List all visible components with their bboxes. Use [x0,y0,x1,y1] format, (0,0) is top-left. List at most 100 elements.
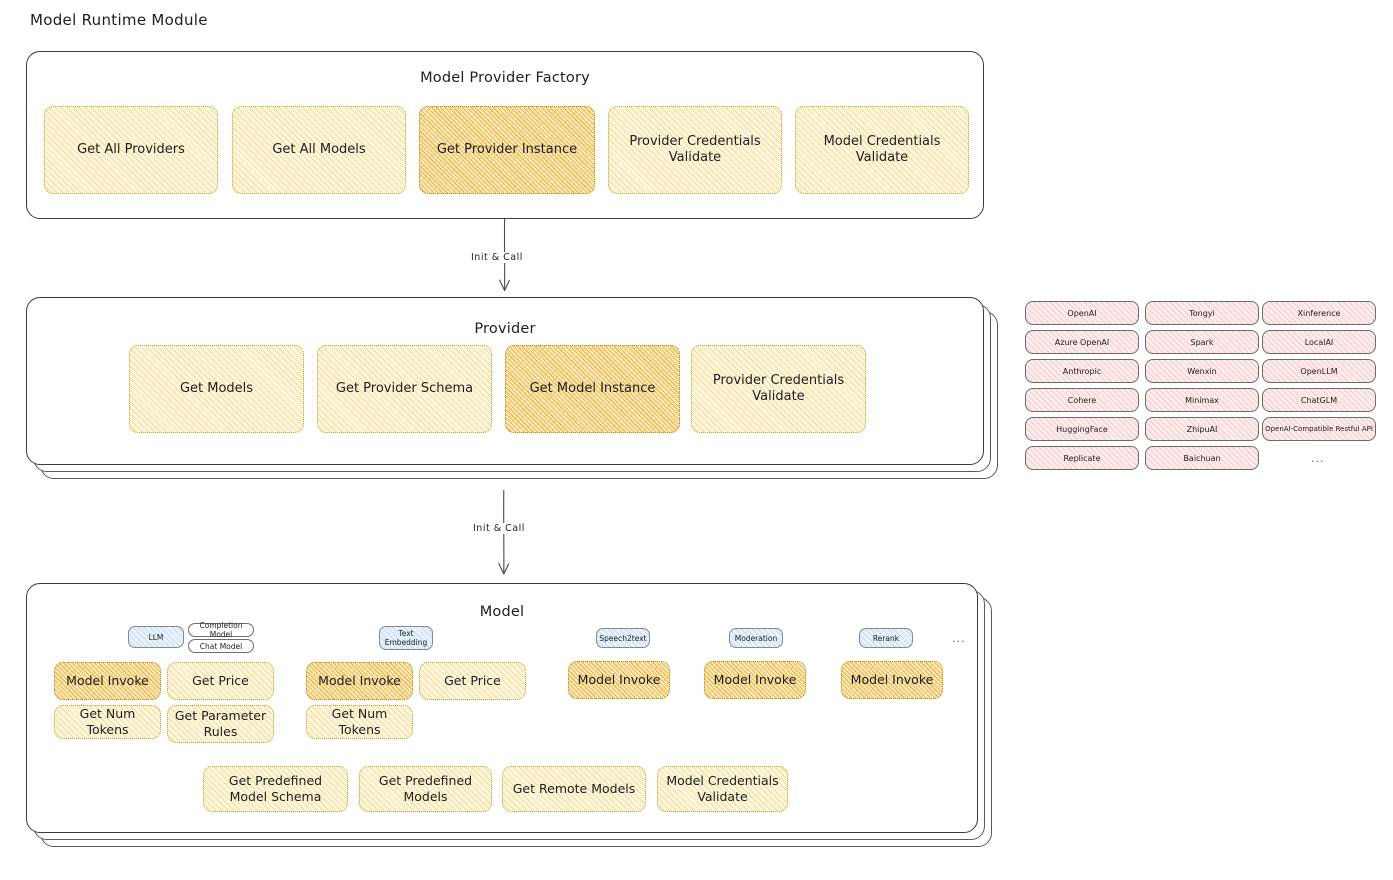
tag-label: Text Embedding [384,629,428,647]
card-label: Get Provider Schema [335,380,474,396]
provider-chip-openai-compatible-restful-api[interactable]: OpenAI-Compatible Restful API [1262,417,1376,441]
chip-label: OpenAI-Compatible Restful API [1265,425,1373,433]
provider-chip-minimax[interactable]: Minimax [1145,388,1259,412]
provider-chip-spark[interactable]: Spark [1145,330,1259,354]
tag-label: LLM [148,632,164,642]
factory-card-model-credentials-validate[interactable]: Model Credentials Validate [795,106,969,194]
model-subtag-completion-model[interactable]: Completion Model [188,621,254,639]
chip-label: Baichuan [1183,453,1221,463]
card-label: Model Invoke [577,672,661,688]
model-groups-ellipsis: ... [952,632,966,645]
provider-chip-azure-openai[interactable]: Azure OpenAI [1025,330,1139,354]
provider-chip-openai[interactable]: OpenAI [1025,301,1139,325]
provider-chip-replicate[interactable]: Replicate [1025,446,1139,470]
card-label: Get Predefined Model Schema [228,773,323,804]
model-title: Model [479,604,525,620]
arrow-icon [498,489,510,575]
tag-label: Moderation [734,633,778,643]
card-label: Get Parameter Rules [174,708,267,739]
model-card-moderation-model-invoke[interactable]: Model Invoke [704,661,806,699]
model-tag-speech2text[interactable]: Speech2text [596,628,650,648]
model-card-llm-get-price[interactable]: Get Price [167,662,274,700]
card-label: Get Predefined Models [378,773,473,804]
card-label: Get Num Tokens [79,706,136,737]
factory-card-get-all-providers[interactable]: Get All Providers [44,106,218,194]
model-card-speech2text-model-invoke[interactable]: Model Invoke [568,661,670,699]
chip-label: Azure OpenAI [1054,337,1110,347]
model-card-get-remote-models[interactable]: Get Remote Models [502,766,646,812]
factory-card-provider-credentials-validate[interactable]: Provider Credentials Validate [608,106,782,194]
card-label: Model Credentials Validate [823,133,941,165]
chip-label: Replicate [1063,453,1101,463]
model-card-llm-model-invoke[interactable]: Model Invoke [54,662,161,700]
chip-label: Wenxin [1187,366,1217,376]
model-card-text-embedding-get-price[interactable]: Get Price [419,662,526,700]
provider-chip-tongyi[interactable]: Tongyi [1145,301,1259,325]
model-tag-llm[interactable]: LLM [128,626,184,648]
card-label: Model Invoke [850,672,934,688]
provider-chip-anthropic[interactable]: Anthropic [1025,359,1139,383]
card-label: Provider Credentials Validate [712,372,845,404]
card-label: Get Models [179,380,254,396]
card-label: Provider Credentials Validate [629,133,761,165]
provider-chip-huggingface[interactable]: HuggingFace [1025,417,1139,441]
chip-label: ZhipuAI [1186,424,1218,434]
card-label: Get Price [192,673,249,689]
chip-label: Anthropic [1062,366,1102,376]
card-label: Get All Providers [77,141,185,157]
chip-label: OpenLLM [1300,366,1338,376]
model-card-text-embedding-model-invoke[interactable]: Model Invoke [306,662,413,700]
card-label: Model Invoke [318,673,401,689]
provider-chip-xinference[interactable]: Xinference [1262,301,1376,325]
arrow-provider-to-model [470,489,540,582]
arrow-label-init-and-call-bottom: Init & Call [470,523,528,534]
model-tag-moderation[interactable]: Moderation [729,628,783,648]
model-card-get-predefined-model-schema[interactable]: Get Predefined Model Schema [203,766,348,812]
card-label: Get Model Instance [529,380,656,396]
card-label: Get Remote Models [512,781,636,797]
provider-card-provider-credentials-validate[interactable]: Provider Credentials Validate [691,345,866,433]
provider-chip-wenxin[interactable]: Wenxin [1145,359,1259,383]
chip-label: Cohere [1067,395,1097,405]
chip-label: Xinference [1297,308,1341,318]
model-card-llm-get-parameter-rules[interactable]: Get Parameter Rules [167,705,274,743]
chip-label: ChatGLM [1300,395,1338,405]
model-card-text-embedding-get-num-tokens[interactable]: Get Num Tokens [306,705,413,739]
provider-card-get-provider-schema[interactable]: Get Provider Schema [317,345,492,433]
tag-label: Completion Model [199,621,243,639]
card-label: Get All Models [272,141,366,157]
model-card-llm-get-num-tokens[interactable]: Get Num Tokens [54,705,161,739]
factory-card-get-provider-instance[interactable]: Get Provider Instance [419,106,595,194]
provider-chip-zhipuai[interactable]: ZhipuAI [1145,417,1259,441]
model-tag-text-embedding[interactable]: Text Embedding [379,626,433,650]
provider-title: Provider [474,321,536,337]
provider-chip-cohere[interactable]: Cohere [1025,388,1139,412]
model-card-rerank-model-invoke[interactable]: Model Invoke [841,661,943,699]
chip-label: Minimax [1185,395,1219,405]
card-label: Model Credentials Validate [666,773,779,804]
card-label: Get Price [444,673,501,689]
chip-label: Spark [1190,337,1214,347]
chip-label: Tongyi [1189,308,1215,318]
provider-chip-chatglm[interactable]: ChatGLM [1262,388,1376,412]
model-card-get-predefined-models[interactable]: Get Predefined Models [359,766,492,812]
model-card-model-credentials-validate[interactable]: Model Credentials Validate [657,766,788,812]
tag-label: Chat Model [199,641,243,651]
provider-chip-openllm[interactable]: OpenLLM [1262,359,1376,383]
factory-card-get-all-models[interactable]: Get All Models [232,106,406,194]
card-label: Model Invoke [713,672,797,688]
provider-card-get-models[interactable]: Get Models [129,345,304,433]
arrow-label-init-and-call-top: Init & Call [468,252,526,263]
card-label: Get Provider Instance [436,141,578,157]
model-subtag-chat-model[interactable]: Chat Model [188,639,254,653]
chip-label: HuggingFace [1056,424,1108,434]
provider-chip-localai[interactable]: LocalAI [1262,330,1376,354]
provider-chip-baichuan[interactable]: Baichuan [1145,446,1259,470]
tag-label: Rerank [872,633,900,643]
model-provider-factory-title: Model Provider Factory [420,70,590,86]
chip-label: OpenAI [1067,308,1097,318]
provider-card-get-model-instance[interactable]: Get Model Instance [505,345,680,433]
tag-label: Speech2text [599,633,647,643]
model-tag-rerank[interactable]: Rerank [859,628,913,648]
